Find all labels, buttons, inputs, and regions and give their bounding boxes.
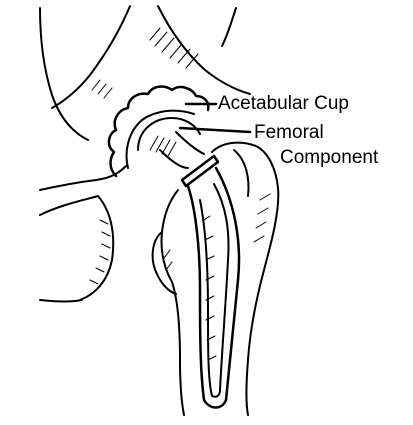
label-acetabular-cup: Acetabular Cup	[218, 94, 349, 114]
leader-femoral-component	[180, 128, 250, 132]
acetabular-cup	[109, 87, 208, 176]
pelvis-contour-2	[52, 6, 130, 108]
prosthesis-collar	[182, 156, 218, 186]
pelvis-contour	[40, 8, 88, 140]
femoral-stem-outer	[188, 168, 239, 408]
femoral-stem-inner	[200, 184, 228, 397]
femoral-neck	[160, 150, 188, 168]
pelvis-contour-3	[158, 6, 250, 94]
pubis-contour	[40, 300, 82, 302]
femoral-neck-2	[176, 132, 204, 154]
femur-lateral	[212, 143, 278, 415]
femur-hatching	[164, 194, 270, 270]
obturator-contour	[40, 166, 126, 190]
femur-medial	[161, 190, 184, 415]
label-component: Component	[280, 148, 378, 168]
pelvis-contour-4	[222, 8, 236, 46]
ischium-contour	[40, 196, 113, 300]
greater-trochanter	[234, 150, 248, 196]
label-femoral: Femoral	[254, 123, 324, 143]
